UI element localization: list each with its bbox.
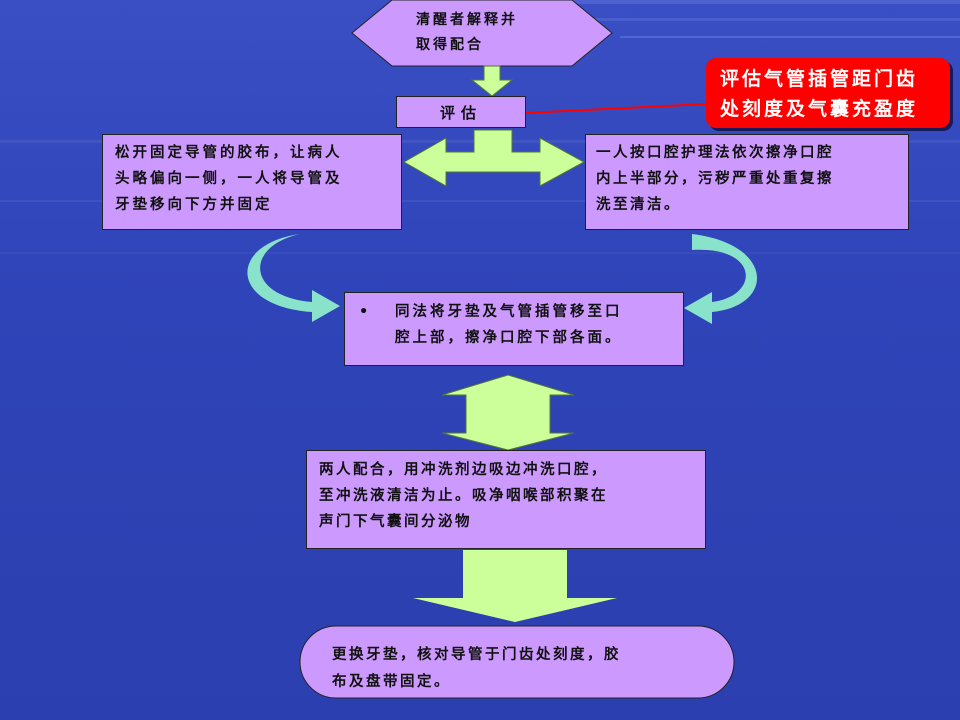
start-text-line1: 清醒者解释并 xyxy=(416,12,518,28)
assessment-callout: 评估气管插管距门齿 处刻度及气囊充盈度 xyxy=(706,58,950,128)
right-branch-node: 一人按口腔护理法依次擦净口腔 内上半部分，污秽严重处重复擦 洗至清洁。 xyxy=(585,134,909,230)
rinse-node: 两人配合，用冲洗剂边吸边冲洗口腔， 至冲洗液清洁为止。吸净咽喉部积聚在 声门下气… xyxy=(306,450,706,549)
right-branch-line2: 内上半部分，污秽严重处重复擦 xyxy=(596,171,834,187)
middle-node: • 同法将牙垫及气管插管移至口 腔上部，擦净口腔下部各面。 xyxy=(344,292,684,366)
callout-pointer-line xyxy=(524,103,707,114)
middle-line1: 同法将牙垫及气管插管移至口 xyxy=(395,304,623,320)
middle-bullet: • xyxy=(359,304,372,320)
callout-line1: 评估气管插管距门齿 xyxy=(720,68,919,90)
end-oval xyxy=(299,625,735,699)
start-node-text: 清醒者解释并 取得配合 xyxy=(416,8,518,58)
right-branch-line1: 一人按口腔护理法依次擦净口腔 xyxy=(596,145,834,161)
bottom-arrow-shaft xyxy=(463,550,567,598)
rinse-line2: 至冲洗液清洁为止。吸净咽喉部积聚在 xyxy=(319,488,608,504)
bottom-arrow-head xyxy=(413,598,617,622)
middle-double-arrow xyxy=(441,374,575,451)
rinse-line1: 两人配合，用冲洗剂边吸边冲洗口腔， xyxy=(319,462,608,478)
left-branch-line1: 松开固定导管的胶布，让病人 xyxy=(115,145,343,161)
start-hexagon xyxy=(351,0,613,67)
assess-node: 评估 xyxy=(396,96,526,128)
end-line2: 布及盘带固定。 xyxy=(332,674,451,690)
right-branch-line3: 洗至清洁。 xyxy=(596,197,681,213)
assess-node-label: 评估 xyxy=(439,104,482,122)
left-curved-arrow xyxy=(247,234,340,322)
branch-double-arrow xyxy=(402,129,586,187)
right-curved-arrow xyxy=(684,234,758,324)
left-branch-node: 松开固定导管的胶布，让病人 头略偏向一侧，一人将导管及 牙垫移向下方并固定 xyxy=(102,134,402,230)
left-branch-line2: 头略偏向一侧，一人将导管及 xyxy=(115,171,343,187)
start-text-line2: 取得配合 xyxy=(416,37,484,53)
left-branch-line3: 牙垫移向下方并固定 xyxy=(115,197,273,213)
arrow-start-to-assess xyxy=(470,65,514,97)
middle-line2: 腔上部，擦净口腔下部各面。 xyxy=(395,330,623,346)
end-node-text: 更换牙垫，核对导管于门齿处刻度，胶 布及盘带固定。 xyxy=(332,642,621,696)
end-line1: 更换牙垫，核对导管于门齿处刻度，胶 xyxy=(332,647,621,663)
callout-line2: 处刻度及气囊充盈度 xyxy=(720,98,919,120)
rinse-line3: 声门下气囊间分泌物 xyxy=(319,514,472,530)
